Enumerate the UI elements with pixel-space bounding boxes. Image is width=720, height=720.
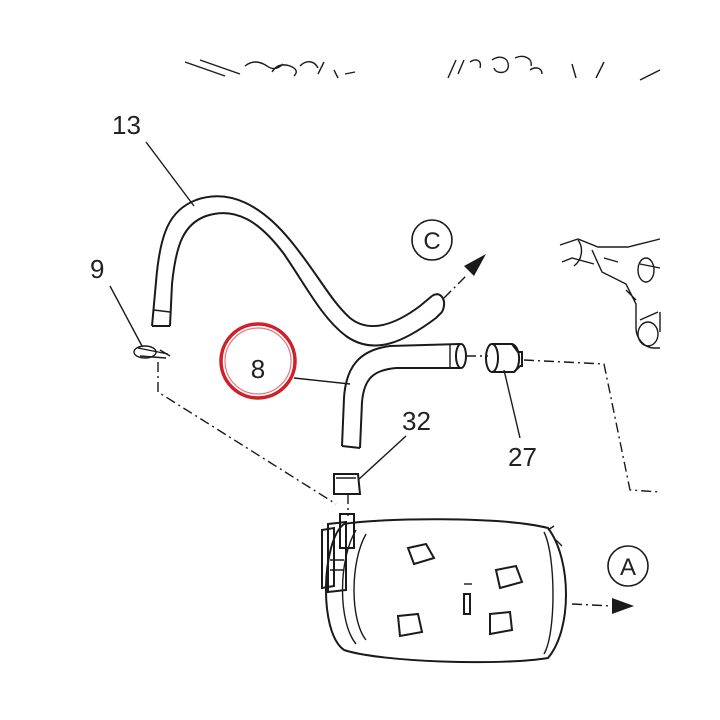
ref-c-label: C (423, 228, 440, 255)
ref-c-badge: C (411, 219, 453, 261)
callout-32: 32 (402, 406, 431, 436)
hose-8[interactable] (341, 343, 467, 449)
callout-13: 13 (112, 110, 141, 140)
leader-lines (109, 141, 521, 481)
clip-9[interactable] (133, 345, 171, 359)
ref-a-label: A (620, 554, 636, 581)
callout-8: 8 (251, 354, 265, 384)
arrow-to-c (464, 254, 486, 276)
canister[interactable] (321, 513, 567, 664)
top-fragment-drawing (184, 55, 661, 81)
ref-a-badge: A (607, 545, 649, 587)
arrow-to-a (612, 598, 634, 614)
callout-9: 9 (90, 254, 104, 284)
hose-13[interactable] (151, 195, 446, 347)
callout-27: 27 (508, 442, 537, 472)
clamp-32[interactable] (333, 473, 362, 495)
cap-27[interactable] (485, 343, 523, 373)
highlight-ring-8 (219, 322, 297, 400)
bracket-fragment (559, 238, 661, 349)
assembly-lines (157, 273, 661, 607)
